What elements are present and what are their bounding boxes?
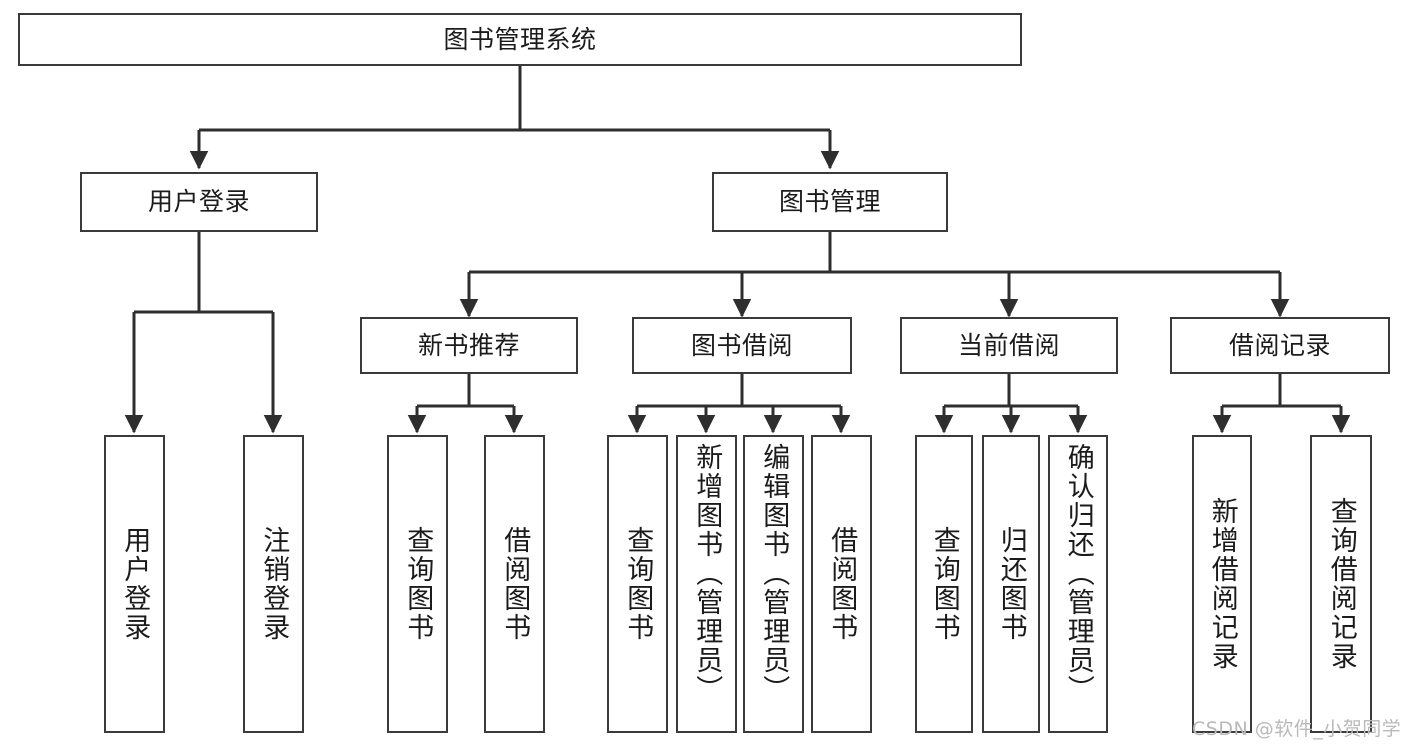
node-borrow-record[interactable]: 借阅记录 [1170,317,1390,374]
node-leaf-query-book-3[interactable]: 查询图书 [915,435,973,733]
node-book-manage-label: 图书管理 [778,187,881,217]
node-leaf-add-book[interactable]: 新增图书（管理员） [676,435,737,733]
node-leaf-borrow-book-2[interactable]: 借阅图书 [811,435,872,733]
node-leaf-user-logout[interactable]: 注销登录 [243,435,304,733]
node-leaf-query-record[interactable]: 查询借阅记录 [1310,435,1372,733]
node-current-borrow-label: 当前借阅 [957,330,1060,360]
node-leaf-user-login[interactable]: 用户登录 [104,435,165,733]
node-leaf-borrow-book-1-label: 借阅图书 [499,526,531,642]
node-leaf-return-book[interactable]: 归还图书 [982,435,1040,733]
node-leaf-query-book-2[interactable]: 查询图书 [607,435,668,733]
node-new-book-rec[interactable]: 新书推荐 [360,317,578,374]
node-leaf-query-record-label: 查询借阅记录 [1325,497,1357,671]
node-leaf-borrow-book-1[interactable]: 借阅图书 [484,435,545,733]
node-leaf-confirm-return-label: 确认归还（管理员） [1062,443,1094,704]
node-leaf-query-book-1[interactable]: 查询图书 [387,435,448,733]
node-leaf-add-record-label: 新增借阅记录 [1206,497,1238,671]
node-leaf-user-login-label: 用户登录 [119,526,151,642]
node-leaf-user-logout-label: 注销登录 [258,526,290,642]
node-book-manage[interactable]: 图书管理 [712,172,948,232]
node-book-borrow-label: 图书借阅 [690,330,793,360]
csdn-watermark: CSDN @软件_小贺同学 [1192,718,1402,740]
node-leaf-add-book-label: 新增图书（管理员） [691,443,723,704]
node-leaf-borrow-book-2-label: 借阅图书 [826,526,858,642]
node-leaf-query-book-1-label: 查询图书 [402,526,434,642]
node-root-label: 图书管理系统 [443,24,597,54]
node-leaf-edit-book[interactable]: 编辑图书（管理员） [743,435,804,733]
node-book-borrow[interactable]: 图书借阅 [632,317,852,374]
node-leaf-query-book-2-label: 查询图书 [622,526,654,642]
node-leaf-return-book-label: 归还图书 [995,526,1027,642]
node-leaf-confirm-return[interactable]: 确认归还（管理员） [1048,435,1108,733]
node-leaf-edit-book-label: 编辑图书（管理员） [758,443,790,704]
node-leaf-add-record[interactable]: 新增借阅记录 [1192,435,1252,733]
node-current-borrow[interactable]: 当前借阅 [900,317,1118,374]
node-borrow-record-label: 借阅记录 [1228,330,1331,360]
node-user-login-label: 用户登录 [147,187,250,217]
node-root[interactable]: 图书管理系统 [18,13,1022,66]
node-new-book-rec-label: 新书推荐 [417,330,520,360]
node-leaf-query-book-3-label: 查询图书 [928,526,960,642]
node-user-login[interactable]: 用户登录 [80,172,318,232]
